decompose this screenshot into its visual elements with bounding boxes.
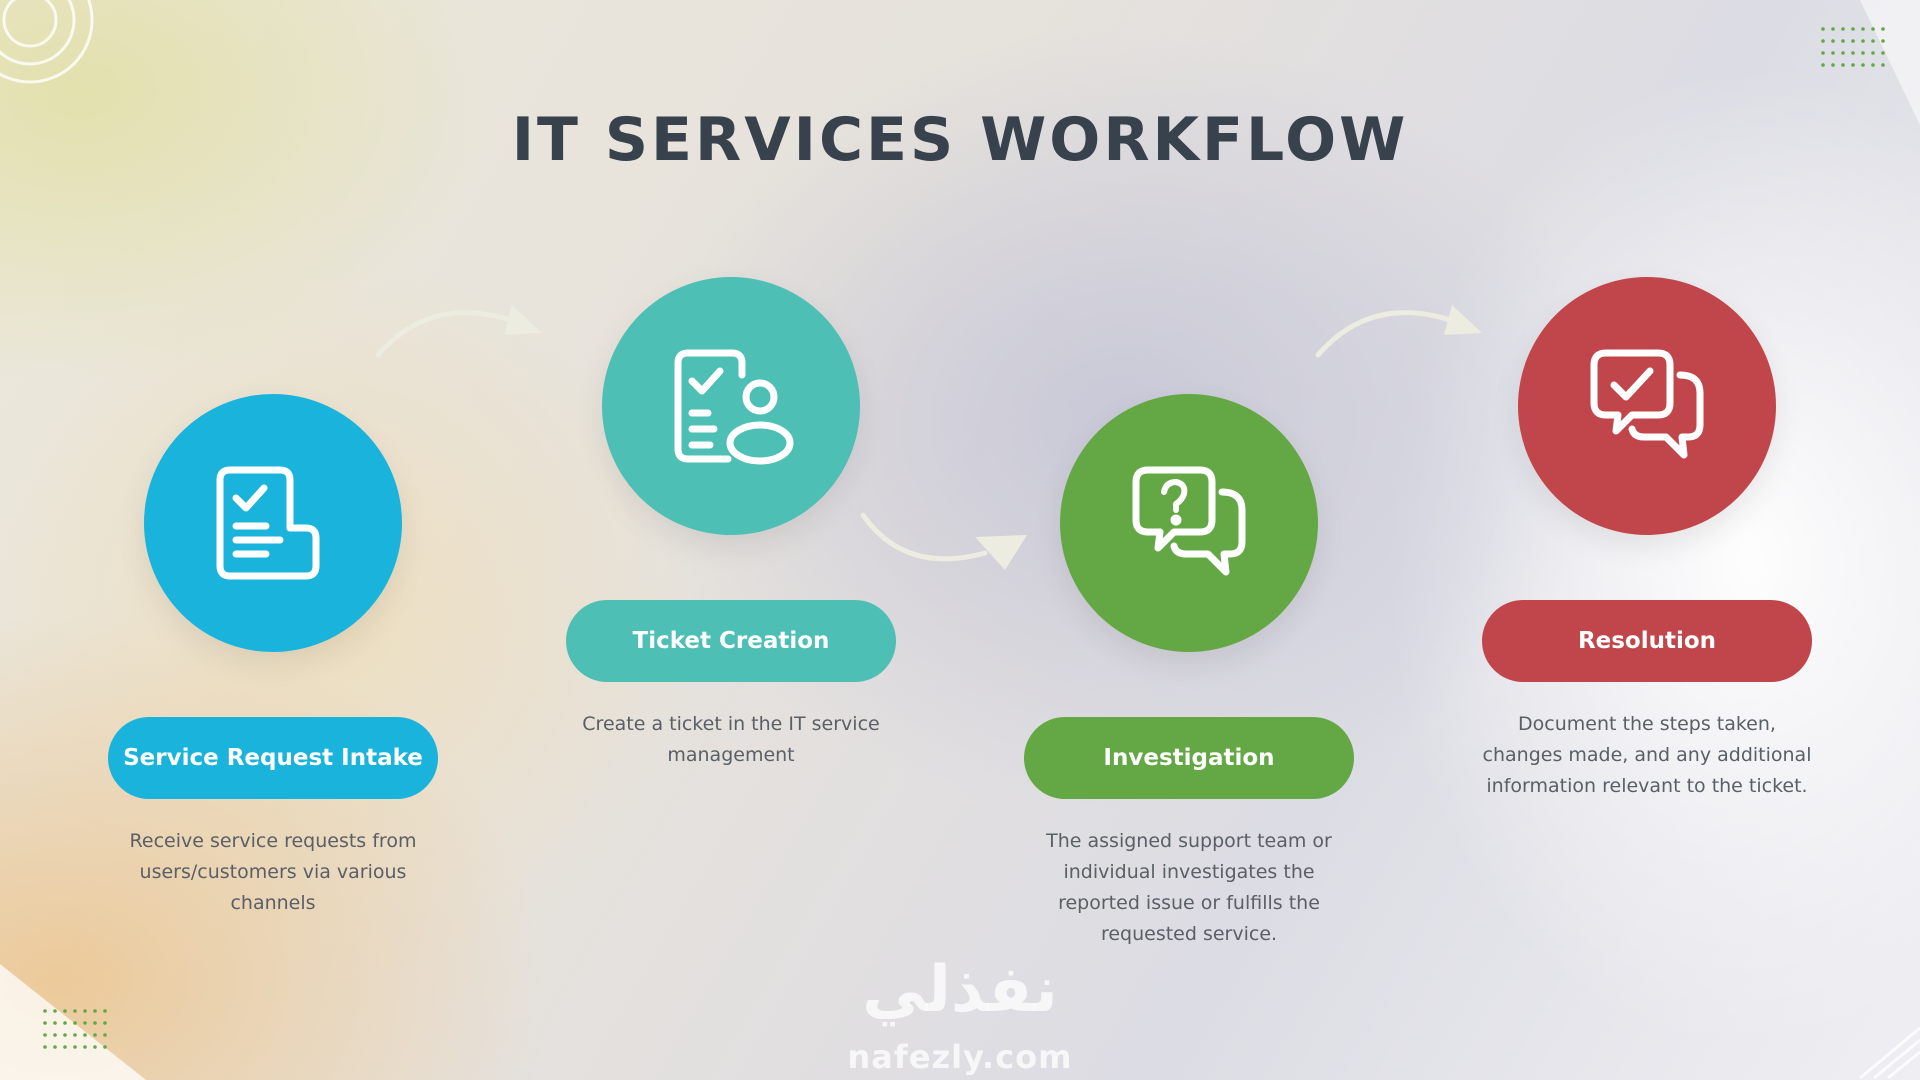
step-3-label-text: Investigation [1103, 745, 1275, 771]
step-4-label-text: Resolution [1577, 628, 1717, 654]
step-2-description: Create a ticket in the IT service manage… [582, 713, 880, 766]
step-2-icon-circle [602, 277, 860, 535]
step-3-icon-circle [1060, 394, 1318, 652]
dots-pattern-bottom-left [43, 1009, 107, 1049]
question-chat-icon [1132, 466, 1246, 576]
corner-lines-decoration [1859, 1026, 1920, 1080]
step-3-description: The assigned support team or individual … [1046, 830, 1332, 945]
step-1-label-text: Service Request Intake [123, 745, 423, 771]
step-2-label-text: Ticket Creation [632, 628, 830, 654]
step-4-description: Document the steps taken, changes made, … [1482, 713, 1812, 797]
arrow-step1-to-step2 [375, 305, 542, 358]
step-4-label: Resolution [1482, 600, 1812, 682]
arrow-step3-to-step4 [1315, 305, 1482, 358]
document-check-icon [216, 466, 320, 580]
step-1-description: Receive service requests from users/cust… [129, 830, 417, 914]
step-4-icon-circle [1518, 277, 1776, 535]
corner-triangle-decoration [0, 964, 146, 1080]
corner-rings-decoration [0, 0, 94, 84]
watermark-logo: نفذلي [862, 953, 1058, 1027]
dots-pattern-top-right [1821, 27, 1885, 67]
step-2-label: Ticket Creation [566, 600, 896, 682]
corner-stripes-decoration [1860, 0, 1920, 125]
page-title: IT SERVICES WORKFLOW [511, 105, 1409, 175]
step-3-label: Investigation [1024, 717, 1354, 799]
arrow-step2-to-step3 [860, 512, 1027, 570]
check-chat-icon [1590, 349, 1704, 459]
step-1-label: Service Request Intake [108, 717, 438, 799]
watermark-url: nafezly.com [847, 1038, 1073, 1076]
step-1-icon-circle [144, 394, 402, 652]
checklist-user-icon [674, 349, 794, 465]
